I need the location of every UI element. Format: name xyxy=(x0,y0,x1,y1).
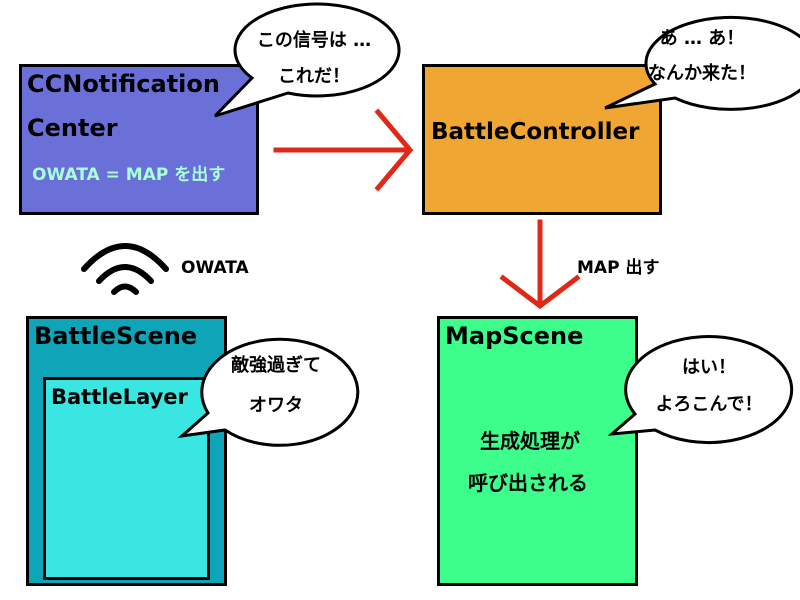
battlecontroller-title: BattleController xyxy=(431,119,640,145)
owata-map-note: OWATA = MAP を出す xyxy=(32,165,226,185)
bubble-controller-line2: なんか来た！ xyxy=(648,63,756,84)
mapscene-title: MapScene xyxy=(445,322,584,350)
mapscene-box: MapScene 生成処理が 呼び出される xyxy=(437,316,638,586)
battlelayer-box: BattleLayer xyxy=(43,377,210,580)
bubble-controller-line1: あ … あ！ xyxy=(659,28,745,49)
mapscene-body-line1: 生成処理が xyxy=(480,429,580,453)
speech-bubble-layer xyxy=(177,337,360,447)
map-out-label: MAP 出す xyxy=(577,258,660,278)
speech-bubble-controller xyxy=(604,15,800,111)
battlecontroller-box: BattleController xyxy=(422,64,662,215)
battlescene-box: BattleScene BattleLayer xyxy=(26,316,227,586)
ccnotificationcenter-title-line2: Center xyxy=(27,114,118,142)
bubble-map-line1: はい！ xyxy=(682,357,736,378)
arrow-to-mapscene xyxy=(499,219,581,310)
bubble-map-line2: よろこんで！ xyxy=(655,394,763,415)
bubble-notification-line2: これだ！ xyxy=(278,66,350,87)
battlescene-title: BattleScene xyxy=(34,322,198,350)
bubble-notification-line1: この信号は … xyxy=(256,30,372,51)
speech-bubble-notification xyxy=(213,2,401,118)
mapscene-body-line2: 呼び出される xyxy=(468,471,588,495)
battlelayer-title: BattleLayer xyxy=(51,385,188,409)
ccnotificationcenter-title-line1: CCNotification xyxy=(27,70,220,98)
bubble-layer-line1: 敵強過ぎて xyxy=(231,355,321,376)
wifi-icon xyxy=(81,243,169,295)
arrow-to-controller xyxy=(273,108,414,192)
ccnotificationcenter-box: CCNotification Center OWATA = MAP を出す xyxy=(19,64,259,215)
owata-label: OWATA xyxy=(181,258,249,278)
speech-bubble-map xyxy=(607,335,794,445)
bubble-layer-line2: オワタ xyxy=(249,395,303,416)
